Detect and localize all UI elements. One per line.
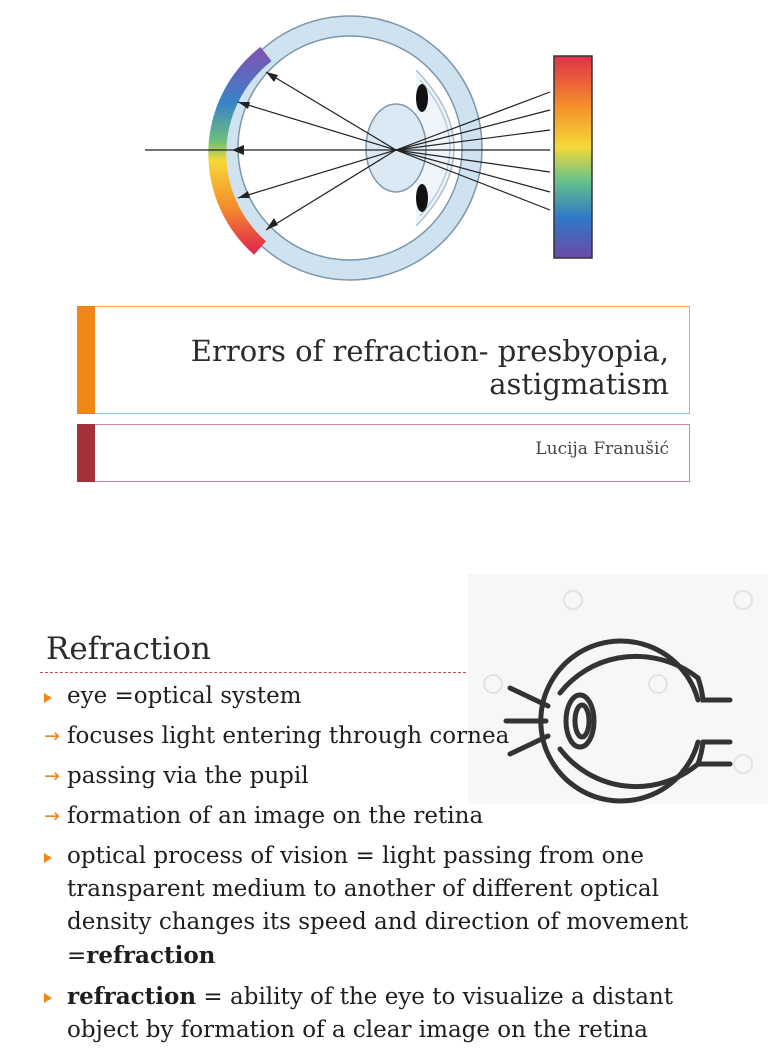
heading-divider [40,672,466,673]
bullet-triangle-icon [44,840,66,873]
bullet-text: eye =optical system [67,683,302,709]
bullet-triangle-icon [44,680,66,713]
watermark-icon [733,754,753,774]
list-item: → focuses light entering through cornea [44,720,734,753]
title-line-2: astigmatism [489,367,669,401]
eye-refraction-diagram [145,15,593,281]
watermark-icon [563,590,583,610]
author-accent-bar [77,424,95,482]
refraction-slide: Refraction eye =optical system → focuses… [0,512,768,1043]
arrow-right-icon: → [44,765,60,787]
author-box: Lucija Franušić [77,424,690,482]
bullet-triangle-icon [44,980,66,1013]
slide-title: Errors of refraction- presbyopia, astigm… [129,335,669,401]
arrow-right-icon: → [44,805,60,827]
list-item: refraction = ability of the eye to visua… [44,980,734,1047]
list-item: eye =optical system [44,680,734,713]
bullet-text: optical process of vision = light passin… [67,843,689,969]
bullet-bold-text: refraction [86,942,216,969]
arrow-right-icon: → [44,725,60,747]
author-name: Lucija Franušić [535,439,669,459]
title-box: Errors of refraction- presbyopia, astigm… [77,306,690,414]
bullet-text: formation of an image on the retina [67,803,484,829]
watermark-icon [648,674,668,694]
bullet-text: focuses light entering through cornea [67,723,510,749]
list-item: → passing via the pupil [44,760,734,793]
list-item: → formation of an image on the retina [44,800,734,833]
bullet-text: passing via the pupil [67,763,309,789]
eye-outline-icon [503,638,733,804]
title-line-1: Errors of refraction- presbyopia, [190,334,669,368]
list-item: optical process of vision = light passin… [44,840,734,973]
title-accent-bar [77,306,95,414]
slide-heading: Refraction [46,631,211,667]
watermark-icon [483,674,503,694]
bullet-bold-text: refraction [67,983,197,1010]
title-slide: Errors of refraction- presbyopia, astigm… [0,0,768,512]
watermark-icon [733,590,753,610]
bullet-list: eye =optical system → focuses light ente… [44,680,734,1054]
